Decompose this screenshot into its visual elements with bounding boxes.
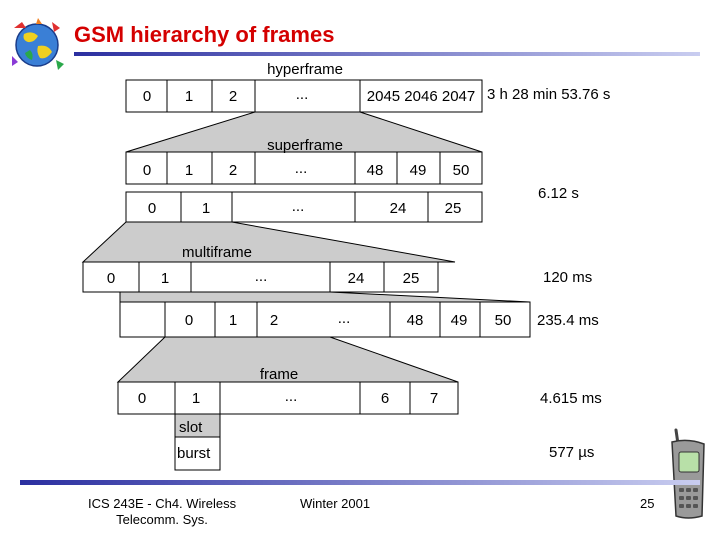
page-title: GSM hierarchy of frames — [74, 22, 335, 47]
hyperframe-slot-box — [359, 79, 483, 113]
superframe-slot-box — [254, 151, 356, 185]
hyperframe-slot-box — [166, 79, 213, 113]
frame-slot-label: 0 — [137, 390, 147, 407]
frame-slot-box — [219, 381, 361, 415]
multiframe-slot-label: 24 — [347, 270, 365, 287]
superframe-slot-box — [211, 151, 256, 185]
multiframe-slot-box — [82, 261, 140, 293]
superframe-slot-label: ... — [294, 160, 308, 177]
superframe-slot-box — [231, 191, 356, 223]
multiframe-slot-box — [138, 261, 192, 293]
multiframe-to-multiframe-trapezoid — [119, 291, 531, 303]
superframe-slot-box — [125, 191, 182, 223]
title-underline — [74, 52, 700, 56]
superframe-slot-box — [396, 151, 441, 185]
frame-slot-label: ... — [284, 388, 298, 405]
slot-label: slot — [179, 419, 203, 436]
superframe-duration: 6.12 s — [538, 185, 579, 202]
footer-course: ICS 243E - Ch4. Wireless Telecomm. Sys. — [88, 496, 237, 528]
multiframe-slot-box — [190, 261, 331, 293]
superframe-slot-box — [354, 191, 429, 223]
superframe-slot-label: 24 — [389, 200, 407, 217]
globe-logo-icon — [12, 18, 64, 70]
frame-slot-box — [359, 381, 411, 415]
hyperframe-slot-label: 2 — [228, 88, 238, 105]
superframe-slot-box — [166, 151, 213, 185]
footer-term: Winter 2001 — [300, 496, 371, 511]
frame-slot-label: 1 — [191, 390, 201, 407]
frame-slot-label: 7 — [429, 390, 439, 407]
multiframe-slot-label: ... — [337, 310, 351, 327]
superframe-slot-label: 0 — [147, 200, 157, 217]
frame-slot-box — [409, 381, 459, 415]
multiframe-slot-box — [439, 301, 481, 338]
superframe-slot-box — [354, 151, 398, 185]
multiframe-slot-label: ... — [254, 268, 268, 285]
superframe-label: superframe — [267, 137, 343, 154]
multiframe-label: multiframe — [182, 244, 253, 261]
superframe-slot-label: 1 — [201, 200, 211, 217]
mobile-phone-icon — [671, 428, 705, 519]
page-number: 25 — [640, 496, 655, 511]
frame-slot-box — [117, 381, 176, 415]
superframe-slot-box — [180, 191, 233, 223]
hyperframe-duration: 3 h 28 min 53.76 s — [487, 86, 611, 103]
burst-duration: 577 µs — [549, 444, 595, 461]
hyperframe-label: hyperframe — [267, 61, 343, 78]
superframe-slot-label: 0 — [142, 162, 152, 179]
frame-slot-box — [174, 381, 221, 415]
frame-label: frame — [259, 366, 299, 383]
multiframe-slot-box — [256, 301, 391, 338]
multiframe-slot-label: 49 — [450, 312, 468, 329]
superframe-slot-label: ... — [291, 198, 305, 215]
multiframe-slot-box — [389, 301, 441, 338]
footer-divider — [20, 480, 700, 485]
multiframe-row2-duration: 235.4 ms — [537, 312, 599, 329]
multiframe-slot-label: 0 — [106, 270, 116, 287]
multiframe-slot-box — [329, 261, 385, 293]
hyperframe-slot-label: 1 — [184, 88, 194, 105]
superframe-slot-box — [427, 191, 483, 223]
multiframe-slot-label: 25 — [402, 270, 420, 287]
hyperframe-slot-label: ... — [295, 86, 309, 103]
multiframe-slot-label: 48 — [406, 312, 424, 329]
frame-duration: 4.615 ms — [540, 390, 602, 407]
hyperframe-slot-label: 2045 2046 2047 — [366, 88, 476, 105]
multiframe-slot-label: 1 — [160, 270, 170, 287]
burst-box — [174, 436, 221, 471]
multiframe-slot-label: 2 — [269, 312, 279, 329]
superframe-slot-label: 1 — [184, 162, 194, 179]
frame-slot-label: 6 — [380, 390, 390, 407]
multiframe-slot-label: 0 — [184, 312, 194, 329]
multiframe-row1-duration: 120 ms — [543, 269, 593, 286]
multiframe-slot-box — [479, 301, 531, 338]
superframe-to-multiframe-trapezoid — [81, 221, 456, 263]
multiframe-slot-box — [119, 301, 166, 338]
hyperframe-slot-label: 0 — [142, 88, 152, 105]
superframe-slot-label: 48 — [366, 162, 384, 179]
multiframe-slot-box — [383, 261, 439, 293]
superframe-slot-label: 49 — [409, 162, 427, 179]
hyperframe-slot-box — [125, 79, 168, 113]
multiframe-slot-label: 50 — [494, 312, 512, 329]
superframe-slot-label: 50 — [452, 162, 470, 179]
multiframe-slot-box — [214, 301, 258, 338]
superframe-slot-label: 25 — [444, 200, 462, 217]
hyperframe-slot-box — [211, 79, 256, 113]
burst-label: burst — [177, 445, 211, 462]
superframe-slot-label: 2 — [228, 162, 238, 179]
superframe-slot-box — [439, 151, 483, 185]
multiframe-slot-label: 1 — [228, 312, 238, 329]
